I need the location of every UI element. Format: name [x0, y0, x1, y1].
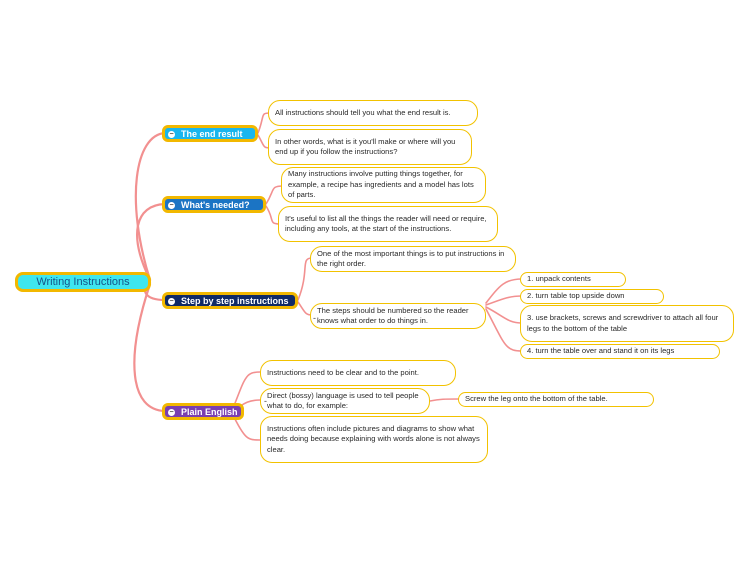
- note-plain-1[interactable]: Instructions need to be clear and to the…: [260, 360, 456, 386]
- step-item-2[interactable]: 2. turn table top upside down: [520, 289, 664, 304]
- note-text: The steps should be numbered so the read…: [317, 305, 469, 326]
- note-text: All instructions should tell you what th…: [275, 107, 451, 117]
- note-text: In other words, what is it you'll make o…: [275, 136, 456, 157]
- branch-label: Plain English: [181, 406, 238, 417]
- note-text: One of the most important things is to p…: [317, 248, 505, 269]
- note-text: It's useful to list all the things the r…: [285, 213, 487, 234]
- branch-step-by-step[interactable]: − Step by step instructions: [162, 292, 298, 309]
- branch-label: Step by step instructions: [181, 295, 289, 306]
- collapse-icon[interactable]: -: [264, 396, 267, 406]
- step-text: 1. unpack contents: [527, 274, 591, 284]
- branch-whats-needed[interactable]: − What's needed?: [162, 196, 266, 213]
- collapse-icon[interactable]: −: [168, 131, 175, 138]
- root-label: Writing Instructions: [36, 276, 130, 288]
- collapse-icon[interactable]: -: [313, 313, 316, 323]
- step-text: 4. turn the table over and stand it on i…: [527, 346, 675, 356]
- note-end-result-1[interactable]: All instructions should tell you what th…: [268, 100, 478, 126]
- branch-label: What's needed?: [181, 199, 250, 210]
- note-plain-3[interactable]: Instructions often include pictures and …: [260, 416, 488, 463]
- root-node-writing-instructions[interactable]: Writing Instructions: [15, 272, 151, 292]
- note-text: Many instructions involve putting things…: [288, 169, 474, 200]
- note-plain-2[interactable]: Direct (bossy) language is used to tell …: [260, 388, 430, 414]
- note-text: Instructions need to be clear and to the…: [267, 367, 419, 377]
- step-text: 2. turn table top upside down: [527, 291, 625, 301]
- note-text: Direct (bossy) language is used to tell …: [267, 390, 419, 411]
- step-text: 3. use brackets, screws and screwdriver …: [527, 313, 719, 333]
- branch-plain-english[interactable]: − Plain English: [162, 403, 244, 420]
- step-item-4[interactable]: 4. turn the table over and stand it on i…: [520, 344, 720, 359]
- note-step-2[interactable]: The steps should be numbered so the read…: [310, 303, 486, 329]
- example-text: Screw the leg onto the bottom of the tab…: [465, 394, 608, 404]
- collapse-icon[interactable]: −: [168, 409, 175, 416]
- collapse-icon[interactable]: −: [168, 202, 175, 209]
- collapse-icon[interactable]: −: [168, 298, 175, 305]
- note-end-result-2[interactable]: In other words, what is it you'll make o…: [268, 129, 472, 165]
- note-step-1[interactable]: One of the most important things is to p…: [310, 246, 516, 272]
- example-sentence[interactable]: Screw the leg onto the bottom of the tab…: [458, 392, 654, 407]
- branch-the-end-result[interactable]: − The end result: [162, 125, 258, 142]
- note-whats-needed-2[interactable]: It's useful to list all the things the r…: [278, 206, 498, 242]
- branch-label: The end result: [181, 128, 243, 139]
- note-whats-needed-1[interactable]: Many instructions involve putting things…: [281, 167, 486, 203]
- note-text: Instructions often include pictures and …: [267, 423, 480, 454]
- step-item-3[interactable]: 3. use brackets, screws and screwdriver …: [520, 305, 734, 342]
- step-item-1[interactable]: 1. unpack contents: [520, 272, 626, 287]
